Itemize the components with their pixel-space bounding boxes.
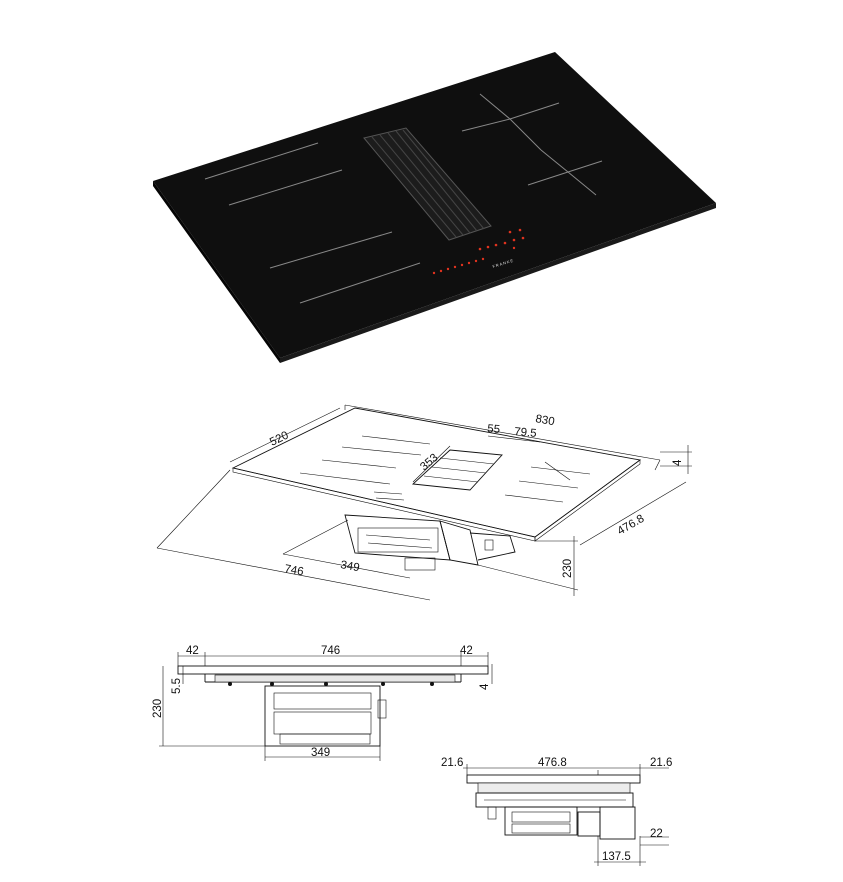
touch-control-panel: [432, 228, 525, 275]
iso-vent-length-dim: 353: [418, 452, 440, 474]
front-total-height-dim: 230: [152, 699, 164, 718]
iso-depth-dim: 520: [268, 429, 291, 448]
side-left-margin-dim: 21.6: [441, 757, 463, 769]
side-cutout-depth-dim: 476.8: [538, 757, 567, 769]
side-bottom-gap-dim: 22: [650, 828, 663, 840]
iso-width-dim: 830: [534, 413, 555, 428]
side-elevation-view: 21.6 476.8 21.6 22 137.5: [441, 757, 672, 866]
front-frame-height-dim: 5.5: [171, 678, 183, 694]
iso-vent-offset-dim: 55: [487, 423, 501, 436]
iso-cutout-width-dim: 746: [283, 563, 304, 578]
front-glass-thickness-dim: 4: [479, 683, 491, 690]
iso-vent-width-dim: 79.5: [514, 426, 537, 440]
iso-cutout-depth-dim: 476.8: [616, 513, 647, 538]
vent-grille: [363, 127, 492, 241]
side-right-margin-dim: 21.6: [650, 757, 672, 769]
hob-product-render: FRANKE: [153, 52, 716, 363]
extraction-motor-unit: [344, 514, 516, 571]
front-cutout-width-dim: 746: [321, 645, 340, 657]
iso-total-height-dim: 230: [562, 559, 574, 578]
isometric-dimension-view: 830 520 55 79.5 353 4 476.8 746 349 230: [156, 404, 692, 601]
side-rear-offset-dim: 137.5: [602, 851, 631, 863]
front-unit-width-dim: 349: [311, 747, 330, 759]
front-elevation-view: 42 746 42 5.5 4 230 349: [152, 645, 493, 761]
front-right-margin-dim: 42: [460, 645, 473, 657]
iso-glass-thickness-dim: 4: [672, 459, 684, 466]
front-left-margin-dim: 42: [186, 645, 199, 657]
brand-logo: FRANKE: [492, 258, 515, 269]
iso-unit-width-dim: 349: [339, 559, 360, 574]
